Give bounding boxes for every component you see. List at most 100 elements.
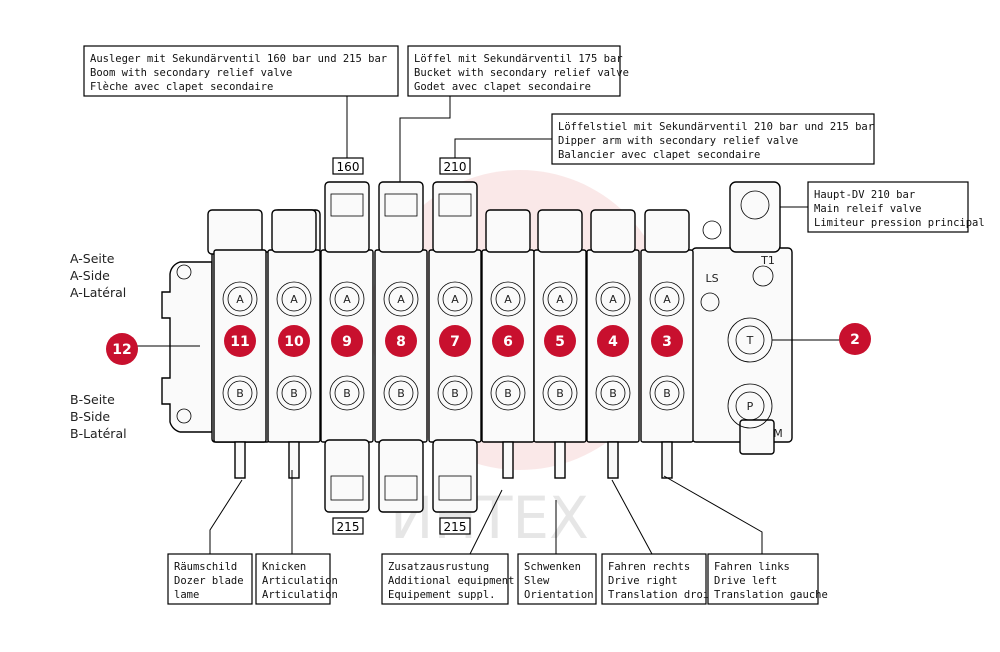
svg-text:210: 210 — [444, 160, 467, 174]
callout-dipper: Löffelstiel mit Sekundärventil 210 bar u… — [454, 113, 875, 165]
port-b-icon — [222, 375, 258, 411]
port-a-icon — [649, 281, 685, 317]
svg-text:2: 2 — [850, 332, 860, 348]
port-b-label: B — [290, 387, 298, 400]
valve-section-6: A B 6 — [481, 209, 535, 479]
svg-text:lame: lame — [174, 589, 199, 601]
port-b-label: B — [609, 387, 617, 400]
callout-boom-line2: Boom with secondary relief valve — [90, 67, 292, 79]
svg-text:Slew: Slew — [524, 575, 550, 587]
port-ls-label: LS — [705, 272, 718, 285]
callout-boom: Ausleger mit Sekundärventil 160 bar und … — [83, 45, 399, 158]
valve-section-8: AB8 — [374, 181, 428, 513]
a-side-label-2: A-Side — [70, 268, 110, 283]
svg-text:Articulation: Articulation — [262, 575, 338, 587]
port-a-icon — [542, 281, 578, 317]
label-dozer-blade: Räumschild Dozer blade lame — [167, 479, 253, 605]
label-drive-right: Fahren rechts Drive right Translation dr… — [601, 479, 722, 605]
port-a-icon — [490, 281, 526, 317]
port-b-icon — [437, 375, 473, 411]
b-side-label-2: B-Side — [70, 409, 110, 424]
section-number: 8 — [396, 334, 406, 350]
svg-text:Articulation: Articulation — [262, 589, 338, 601]
port-b-icon — [276, 375, 312, 411]
svg-text:12: 12 — [112, 342, 131, 358]
svg-text:Fahren links: Fahren links — [714, 561, 790, 573]
section-number: 9 — [342, 334, 352, 350]
port-m-label: M — [773, 427, 783, 440]
port-a-label: A — [609, 293, 617, 306]
callout-bucket-line1: Löffel mit Sekundärventil 175 bar — [414, 53, 623, 65]
callout-bucket: Löffel mit Sekundärventil 175 bar Bucket… — [399, 45, 629, 200]
t1-port-icon — [752, 265, 774, 287]
port-a-icon — [383, 281, 419, 317]
port-t1-label: T1 — [760, 254, 775, 267]
svg-text:Räumschild: Räumschild — [174, 561, 237, 573]
section-number: 10 — [284, 334, 304, 350]
section-number-marker — [331, 325, 363, 357]
b-side-label-1: B-Seite — [70, 392, 115, 407]
svg-text:215: 215 — [337, 520, 360, 534]
port-a-icon — [329, 281, 365, 317]
port-b-icon — [329, 375, 365, 411]
port-a-label: A — [451, 293, 459, 306]
port-b-icon — [542, 375, 578, 411]
label-additional-equipment: Zusatzausrustung Additional equipment Eq… — [381, 489, 514, 605]
svg-text:Equipement suppl.: Equipement suppl. — [388, 589, 495, 601]
svg-text:Schwenken: Schwenken — [524, 561, 581, 573]
pressure-tag-bottom-1: 215 — [332, 517, 364, 535]
svg-text:Additional equipment: Additional equipment — [388, 575, 514, 587]
svg-text:215: 215 — [444, 520, 467, 534]
port-a-label: A — [343, 293, 351, 306]
port-b-label: B — [451, 387, 459, 400]
ls-port-icon — [700, 292, 720, 312]
svg-text:Fahren rechts: Fahren rechts — [608, 561, 690, 573]
port-a-icon — [595, 281, 631, 317]
callout-main-relief-line2: Main releif valve — [814, 203, 921, 215]
callout-boom-line1: Ausleger mit Sekundärventil 160 bar und … — [90, 53, 387, 65]
label-articulation: Knicken Articulation Articulation — [255, 470, 338, 605]
port-a-label: A — [556, 293, 564, 306]
port-a-label: A — [663, 293, 671, 306]
port-b-label: B — [236, 387, 244, 400]
port-a-label: A — [504, 293, 512, 306]
port-b-label: B — [504, 387, 512, 400]
port-a-icon — [276, 281, 312, 317]
section-number: 4 — [608, 334, 618, 350]
port-a-icon — [437, 281, 473, 317]
pressure-tag-top-1: 160 — [332, 157, 364, 175]
section-number-marker — [492, 325, 524, 357]
callout-dipper-line1: Löffelstiel mit Sekundärventil 210 bar u… — [558, 121, 874, 133]
callout-dipper-line3: Balancier avec clapet secondaire — [558, 149, 760, 161]
valve-section-5: AB5 — [533, 209, 587, 479]
valve-section-10: A B 10 — [267, 209, 321, 479]
port-a-label: A — [290, 293, 298, 306]
a-side-label-1: A-Seite — [70, 251, 115, 266]
callout-bucket-line3: Godet avec clapet secondaire — [414, 81, 591, 93]
port-b-icon — [595, 375, 631, 411]
port-b-label: B — [663, 387, 671, 400]
svg-text:Dozer blade: Dozer blade — [174, 575, 244, 587]
section-number-marker — [224, 325, 256, 357]
section-number: 6 — [503, 334, 513, 350]
port-a-label: A — [397, 293, 405, 306]
section-number: 11 — [230, 334, 249, 350]
label-slew: Schwenken Slew Orientation — [517, 500, 597, 605]
svg-text:160: 160 — [337, 160, 360, 174]
svg-text:Drive left: Drive left — [714, 575, 777, 587]
callout-dipper-line2: Dipper arm with secondary relief valve — [558, 135, 798, 147]
marker-2: 2 — [772, 323, 871, 355]
section-number-marker — [439, 325, 471, 357]
valve-section-11: A B 11 — [213, 249, 267, 479]
section-number: 7 — [450, 334, 460, 350]
p-port-icon — [727, 383, 773, 429]
section-number-marker — [278, 325, 310, 357]
port-a-label: A — [236, 293, 244, 306]
pressure-tag-bottom-2: 215 — [439, 517, 471, 535]
svg-text:Knicken: Knicken — [262, 561, 306, 573]
label-drive-left: Fahren links Drive left Translation gauc… — [663, 475, 828, 605]
section-number-marker — [597, 325, 629, 357]
port-b-icon — [490, 375, 526, 411]
